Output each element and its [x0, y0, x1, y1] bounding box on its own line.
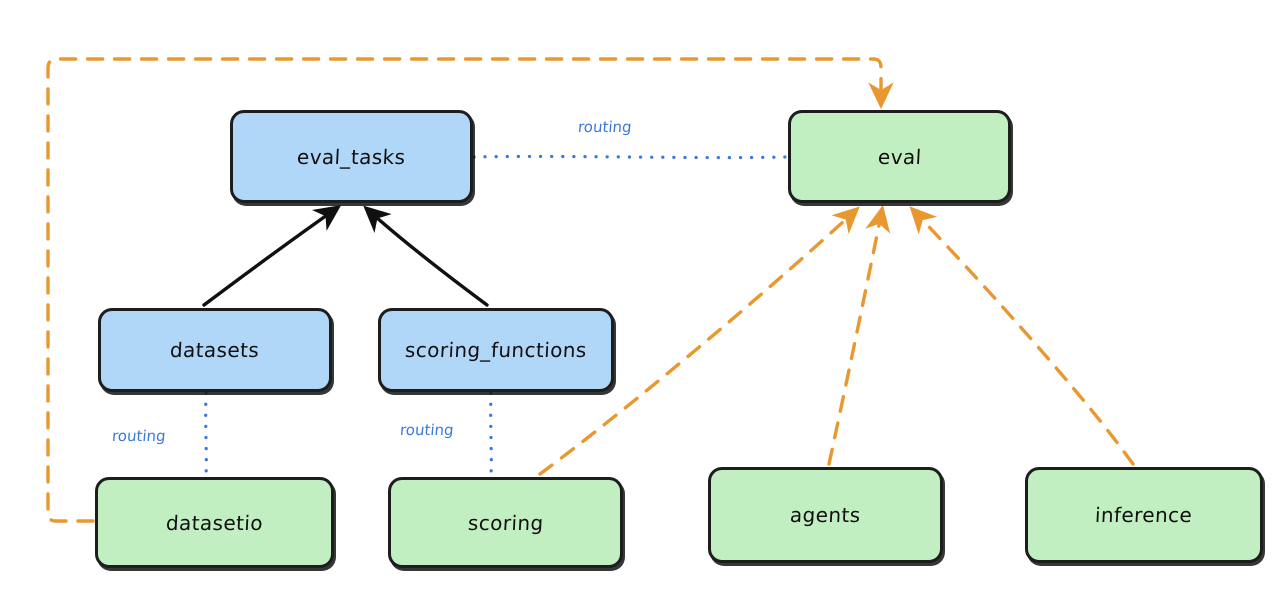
node-scoring-functions[interactable]: scoring_functions	[378, 308, 614, 392]
edge-datasets-to-datasetio	[204, 391, 208, 478]
node-label-agents: agents	[789, 503, 862, 527]
edge-agents-to-eval	[827, 204, 891, 466]
edge-label-eval-tasks-to-eval: routing	[577, 118, 633, 136]
edge-inference-to-eval	[909, 206, 1135, 466]
node-label-datasetio: datasetio	[165, 510, 264, 535]
node-inference[interactable]: inference	[1025, 467, 1263, 563]
node-label-inference: inference	[1094, 503, 1194, 527]
node-datasetio[interactable]: datasetio	[95, 477, 334, 568]
node-datasets[interactable]: datasets	[98, 308, 332, 392]
edge-label-scoring-functions-to-scoring: routing	[399, 421, 455, 439]
edge-eval-tasks-to-eval	[472, 154, 788, 160]
node-agents[interactable]: agents	[708, 467, 943, 563]
edge-scoring-functions-to-scoring	[489, 391, 493, 478]
edge-datasets-to-eval-tasks	[202, 205, 342, 307]
node-label-scoring: scoring	[467, 510, 544, 535]
node-label-eval: eval	[877, 144, 922, 169]
node-label-eval-tasks: eval_tasks	[296, 144, 407, 169]
node-eval[interactable]: eval	[788, 110, 1011, 203]
edge-scoring-functions-to-eval-tasks	[363, 205, 489, 307]
node-eval-tasks[interactable]: eval_tasks	[230, 110, 473, 203]
node-label-scoring-functions: scoring_functions	[404, 338, 588, 362]
node-scoring[interactable]: scoring	[388, 477, 623, 568]
edge-label-datasets-to-datasetio: routing	[111, 427, 167, 445]
node-label-datasets: datasets	[169, 338, 261, 362]
